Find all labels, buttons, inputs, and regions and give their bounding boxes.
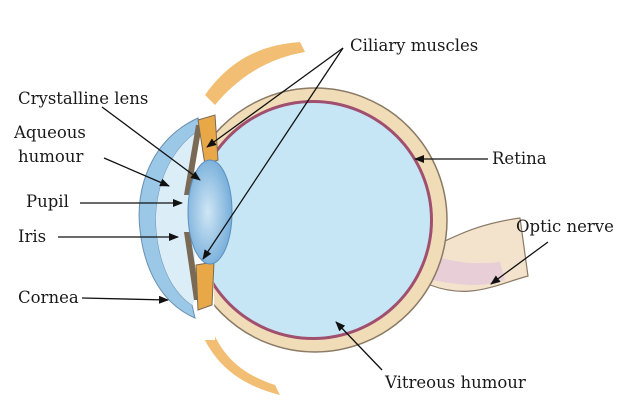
arrow-lens (101, 106, 201, 181)
label-aqueous-humour-2: humour (18, 147, 84, 166)
label-aqueous-humour-1: Aqueous (14, 123, 86, 142)
arrow-optic-nerve (490, 241, 549, 285)
label-optic-nerve: Optic nerve (516, 217, 614, 236)
pointer-arrows (58, 47, 549, 371)
iris-lower (184, 232, 200, 300)
label-pupil: Pupil (26, 192, 69, 211)
lower-eyelid (200, 330, 280, 395)
ciliary-lower (195, 261, 215, 311)
vitreous-body (196, 103, 430, 337)
arrow-aqueous (103, 157, 170, 187)
label-crystalline-lens: Crystalline lens (18, 89, 149, 108)
lens (187, 159, 233, 265)
arrow-cornea (81, 295, 169, 304)
upper-eyelid (205, 42, 305, 105)
arrow-ciliary-1 (206, 47, 344, 148)
label-iris: Iris (18, 227, 47, 246)
label-ciliary-muscles: Ciliary muscles (350, 36, 479, 55)
label-retina: Retina (492, 149, 547, 168)
label-cornea: Cornea (18, 288, 79, 307)
iris-upper (184, 125, 202, 195)
label-vitreous-humour: Vitreous humour (385, 373, 526, 392)
arrow-vitreous (335, 321, 383, 371)
arrow-ciliary-2 (202, 47, 344, 260)
